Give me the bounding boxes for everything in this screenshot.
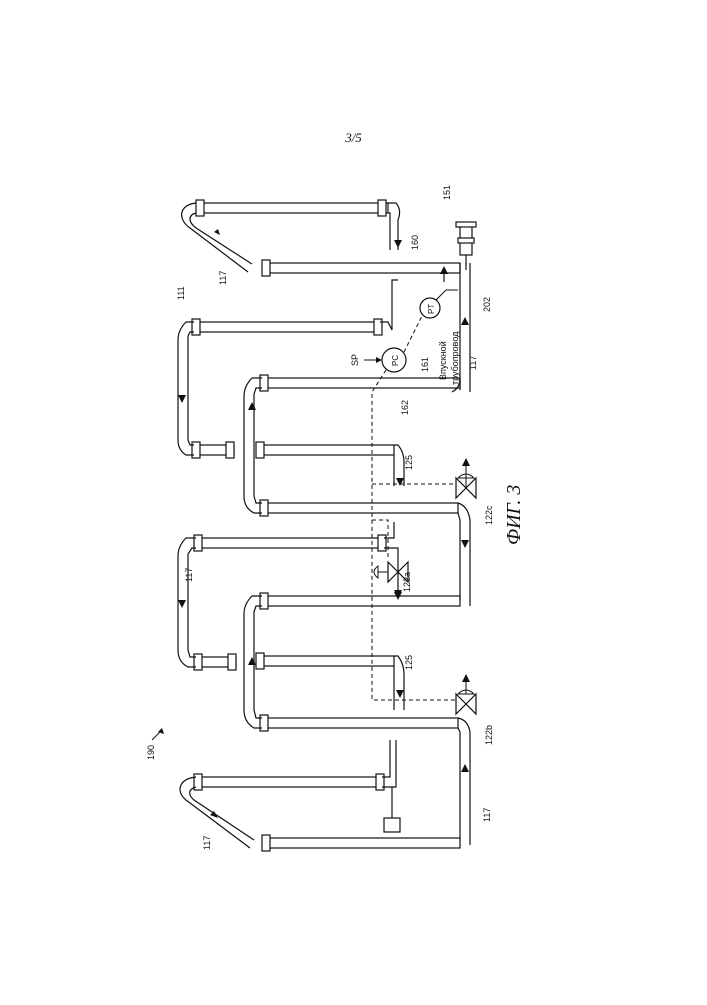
arrow-diag: [214, 229, 220, 235]
label-117-top: 117: [218, 271, 228, 285]
label-117-right: 117: [468, 356, 478, 370]
label-122c: 122c: [484, 505, 494, 525]
label-151: 151: [442, 185, 452, 200]
label-125-top: 125: [404, 455, 414, 470]
label-inlet-line1: Впускной: [438, 341, 448, 380]
coil-111: [178, 280, 398, 458]
label-161: 161: [420, 357, 430, 372]
label-117-bottom-left: 117: [202, 836, 212, 850]
label-117-mid: 117: [184, 568, 194, 582]
valve-122b: [456, 674, 476, 714]
label-160: 160: [410, 235, 420, 250]
label-122a: 122a: [402, 572, 412, 592]
label-122b: 122b: [484, 725, 494, 745]
label-190: 190: [146, 745, 156, 760]
label-202: 202: [482, 297, 492, 312]
arrow-down: [394, 240, 402, 248]
label-pt: PT: [427, 304, 436, 314]
label-inlet-line2: трубопровод: [450, 331, 460, 385]
page-number: 3/5: [0, 130, 707, 146]
figure-caption: ФИГ. 3: [503, 485, 525, 545]
label-pc: PC: [391, 355, 400, 366]
label-111: 111: [176, 286, 186, 300]
label-sp: SP: [350, 354, 360, 366]
label-162: 162: [400, 400, 410, 415]
label-117-bottom-right: 117: [482, 808, 492, 822]
label-125-bottom: 125: [404, 655, 414, 670]
coil-middle-upper: [244, 375, 460, 516]
valve-122c: [456, 458, 476, 498]
bottom-coil: [180, 740, 460, 851]
